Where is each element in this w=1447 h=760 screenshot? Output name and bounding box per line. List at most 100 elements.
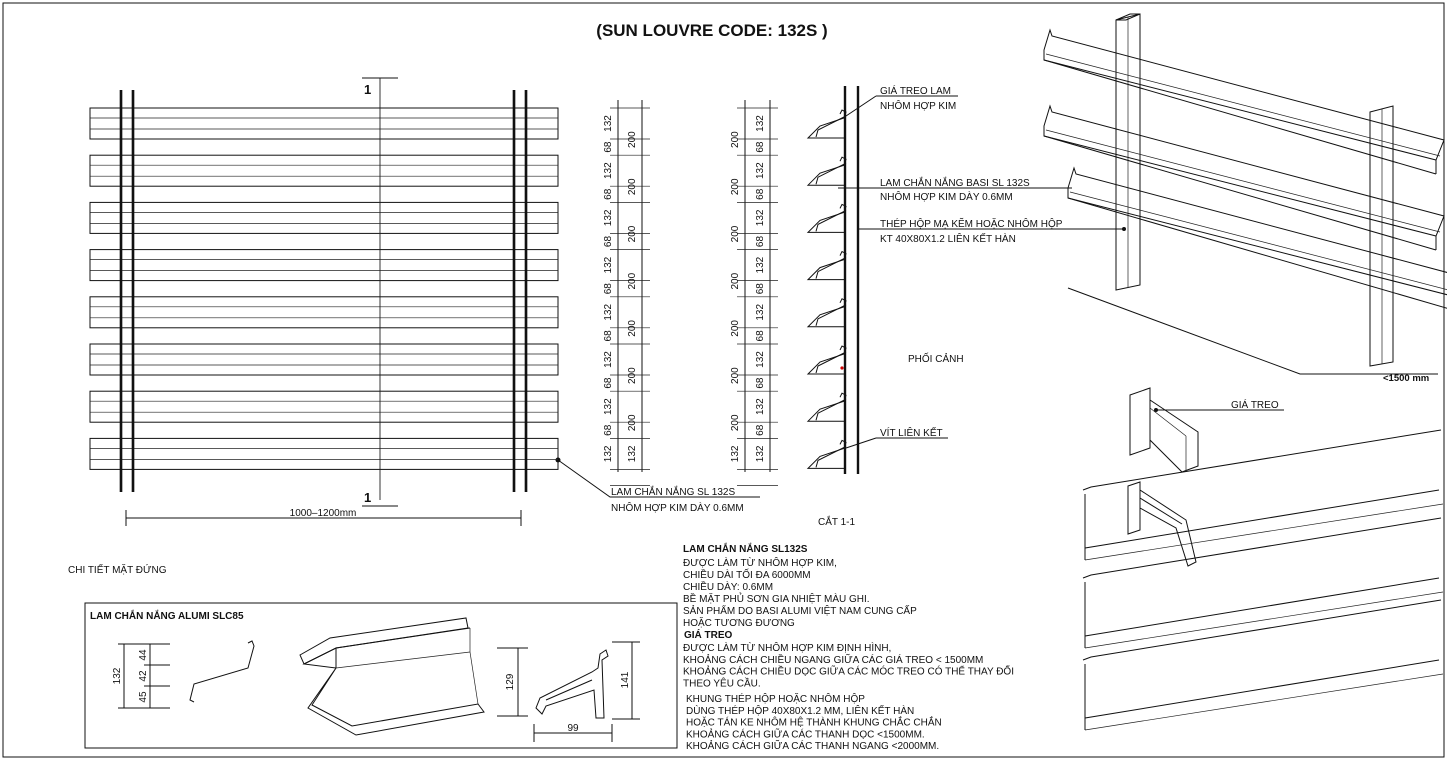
bracket-slat-bottom bbox=[1084, 673, 1444, 731]
dim-132: 132 bbox=[603, 351, 614, 368]
note-line: THEO YÊU CẦU. bbox=[683, 676, 761, 689]
note-line: CHIỀU DÀI TỐI ĐA 6000MM bbox=[683, 567, 811, 581]
dim-68: 68 bbox=[603, 141, 614, 153]
bracket-slat-top bbox=[1082, 517, 1442, 579]
bracket-slat-face bbox=[1084, 489, 1440, 549]
note-line: HOẶC TƯƠNG ĐƯƠNG bbox=[683, 616, 795, 629]
dim-132: 132 bbox=[603, 209, 614, 226]
louvre-edge bbox=[1045, 53, 1441, 157]
bracket-plate bbox=[1129, 387, 1151, 456]
bracket-slat-bottom bbox=[1084, 591, 1444, 649]
section-bracket-profile bbox=[815, 304, 847, 326]
notes-heading-1: LAM CHẮN NẮNG SL132S bbox=[683, 542, 808, 555]
dim-132: 132 bbox=[755, 398, 766, 415]
alumi-dim-45: 45 bbox=[138, 691, 149, 703]
dim-132: 132 bbox=[627, 445, 638, 462]
callout-2-line-1: LAM CHẮN NẮNG BASI SL 132S bbox=[880, 176, 1030, 189]
dim-68: 68 bbox=[755, 141, 766, 153]
perspective-post-back bbox=[1115, 13, 1141, 291]
callout-1-line-2: NHÔM HỢP KIM bbox=[880, 99, 956, 112]
dim-132: 132 bbox=[603, 304, 614, 321]
elevation-slat bbox=[89, 201, 559, 234]
elevation-slat bbox=[89, 107, 559, 140]
dim-200: 200 bbox=[627, 414, 638, 431]
bracket-arm-inner bbox=[1139, 497, 1183, 525]
alumi-slat-edge-4 bbox=[469, 651, 479, 705]
dim-200: 200 bbox=[730, 131, 741, 148]
dim-132: 132 bbox=[755, 445, 766, 462]
section-bracket-profile bbox=[815, 162, 847, 185]
section-bracket-profile bbox=[815, 351, 847, 374]
section-caption: CẮT 1-1 bbox=[818, 515, 855, 528]
louvre-lower-edge bbox=[1043, 59, 1437, 175]
red-marker bbox=[840, 366, 844, 370]
section-slat-profile bbox=[806, 298, 847, 328]
alumi-dim-total: 132 bbox=[112, 667, 123, 684]
drawing-title: (SUN LOUVRE CODE: 132S ) bbox=[596, 21, 827, 40]
section-slat-profile bbox=[806, 439, 847, 469]
alumi-dim-44: 44 bbox=[138, 649, 149, 661]
note-line: KHUNG THÉP HỘP HOẶC NHÔM HỘP bbox=[686, 692, 865, 705]
note-line: CHIỀU DÀY: 0.6MM bbox=[683, 580, 773, 593]
section-slat-profile bbox=[806, 109, 847, 139]
alumi-dim-42: 42 bbox=[138, 670, 149, 682]
dim-68: 68 bbox=[603, 377, 614, 389]
louvre-edge bbox=[1069, 191, 1447, 290]
section-slat-profile bbox=[806, 392, 847, 422]
alumi-slat-body bbox=[302, 647, 485, 736]
bracket-profile-inner bbox=[545, 679, 593, 701]
alumi-box bbox=[84, 602, 678, 749]
note-line: ĐƯỢC LÀM TỪ NHÔM HỢP KIM, bbox=[683, 556, 837, 569]
dim-68: 68 bbox=[603, 188, 614, 200]
bracket-slat-bottom bbox=[1084, 503, 1444, 561]
section-slat-profile bbox=[806, 250, 847, 281]
elevation-louvre-label-1: LAM CHẮN NẮNG SL 132S bbox=[611, 485, 735, 498]
elevation-caption: CHI TIẾT MẶT ĐỨNG bbox=[68, 563, 167, 576]
bracket-dim-141: 141 bbox=[620, 671, 631, 688]
bracket-slat-face bbox=[1084, 659, 1440, 719]
note-line: ĐƯỢC LÀM TỪ NHÔM HỢP KIM ĐỊNH HÌNH, bbox=[683, 641, 891, 654]
perspective-view: <1500 mm PHỐI CẢNH bbox=[908, 13, 1447, 384]
elevation-slat bbox=[89, 390, 559, 423]
dim-200: 200 bbox=[627, 320, 638, 337]
bracket-slat-top bbox=[1082, 599, 1442, 661]
elevation-slat bbox=[89, 437, 559, 470]
section-bracket-profile bbox=[815, 445, 847, 468]
alumi-slat-edge-2 bbox=[335, 651, 471, 669]
callout-2-line-2: NHÔM HỢP KIM DÀY 0.6MM bbox=[880, 190, 1013, 203]
note-line: HOẶC TÁN KE NHÔM HỆ THÀNH KHUNG CHẮC CHẮ… bbox=[686, 716, 942, 729]
dim-200: 200 bbox=[730, 225, 741, 242]
callout-leader-1 bbox=[845, 95, 877, 117]
dim-68: 68 bbox=[755, 424, 766, 436]
bracket-label: GIÁ TREO bbox=[1231, 398, 1279, 411]
specification-notes: LAM CHẮN NẮNG SL132S GIÁ TREO ĐƯỢC LÀM T… bbox=[683, 542, 1014, 752]
alumi-slat-edge-1 bbox=[335, 627, 471, 649]
note-line: DÙNG THÉP HỘP 40X80X1.2 MM, LIÊN KẾT HÀN bbox=[686, 704, 914, 717]
section-mark-top: 1 bbox=[364, 82, 371, 97]
callout-leader-4 bbox=[845, 437, 877, 449]
dim-68: 68 bbox=[603, 330, 614, 342]
bracket-dim-99: 99 bbox=[567, 723, 579, 734]
dim-200: 200 bbox=[627, 367, 638, 384]
alumi-title: LAM CHẮN NẮNG ALUMI SLC85 bbox=[90, 609, 244, 622]
callout-1-line-1: GIÁ TREO LAM bbox=[880, 84, 951, 97]
callout-3-dot bbox=[1122, 227, 1126, 231]
louvre-lower-edge bbox=[1067, 197, 1447, 309]
elevation-slat bbox=[89, 343, 559, 376]
section-slat-profile bbox=[806, 156, 847, 186]
dim-200: 200 bbox=[730, 178, 741, 195]
dim-200: 200 bbox=[730, 414, 741, 431]
section-slat-profile bbox=[806, 203, 847, 233]
dim-68: 68 bbox=[755, 377, 766, 389]
section-bracket-profile bbox=[815, 257, 847, 279]
dim-200: 200 bbox=[627, 272, 638, 289]
dim-200: 200 bbox=[627, 178, 638, 195]
dim-68: 68 bbox=[603, 424, 614, 436]
dim-200: 200 bbox=[627, 225, 638, 242]
dim-132: 132 bbox=[755, 351, 766, 368]
dim-132: 132 bbox=[603, 162, 614, 179]
note-line: BỀ MẶT PHỦ SƠN GIA NHIỆT MÀU GHI. bbox=[683, 592, 870, 605]
notes-heading-2: GIÁ TREO bbox=[684, 628, 733, 641]
